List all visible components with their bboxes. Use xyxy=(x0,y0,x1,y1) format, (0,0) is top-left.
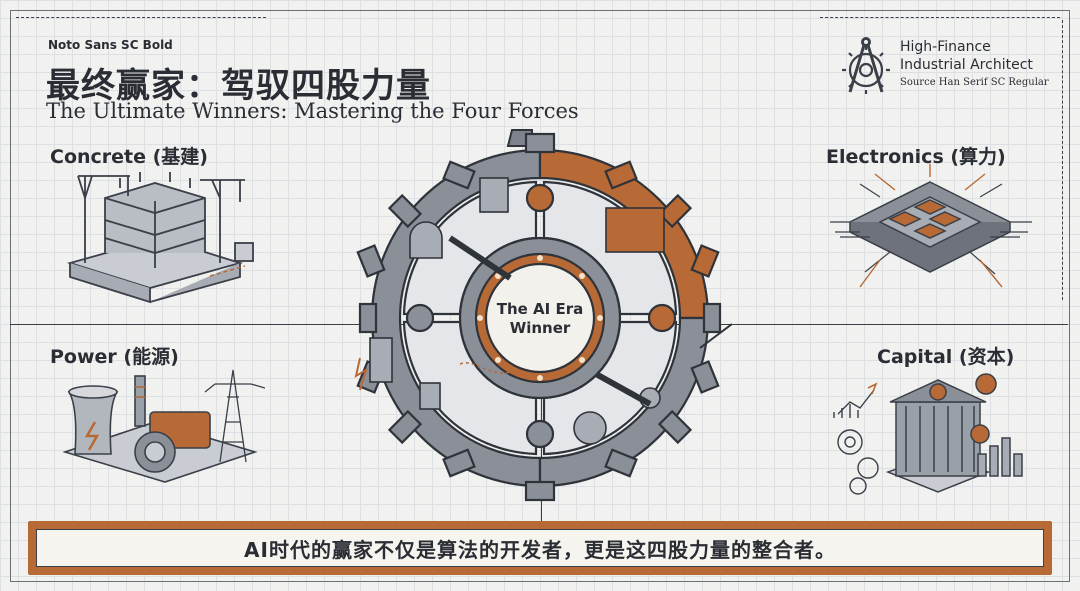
brand-font-note: Source Han Serif SC Regular xyxy=(900,77,1049,88)
font-note: Noto Sans SC Bold xyxy=(48,38,173,52)
brand-name: High-Finance Industrial Architect xyxy=(900,38,1060,74)
top-dashed-rule-right xyxy=(820,17,1060,18)
power-plant-illustration xyxy=(55,362,265,492)
finance-illustration xyxy=(828,362,1038,502)
page-subtitle: The Ultimate Winners: Mastering the Four… xyxy=(46,99,579,123)
brand-block: High-Finance Industrial Architect Source… xyxy=(838,36,1048,100)
right-dashed-rule xyxy=(1062,20,1063,300)
hub-label: The AI Era Winner xyxy=(480,300,600,338)
concrete-label: Concrete (基建) xyxy=(50,142,208,169)
summary-banner: AI时代的赢家不仅是算法的开发者，更是这四股力量的整合者。 xyxy=(28,521,1052,575)
construction-site-illustration xyxy=(60,168,260,308)
hub-label-line2: Winner xyxy=(480,319,600,338)
summary-banner-text: AI时代的赢家不仅是算法的开发者，更是这四股力量的整合者。 xyxy=(36,529,1044,567)
compass-gear-icon xyxy=(838,36,894,98)
microchip-illustration xyxy=(820,162,1040,302)
hub-label-line1: The AI Era xyxy=(480,300,600,319)
top-dashed-rule xyxy=(16,17,266,18)
